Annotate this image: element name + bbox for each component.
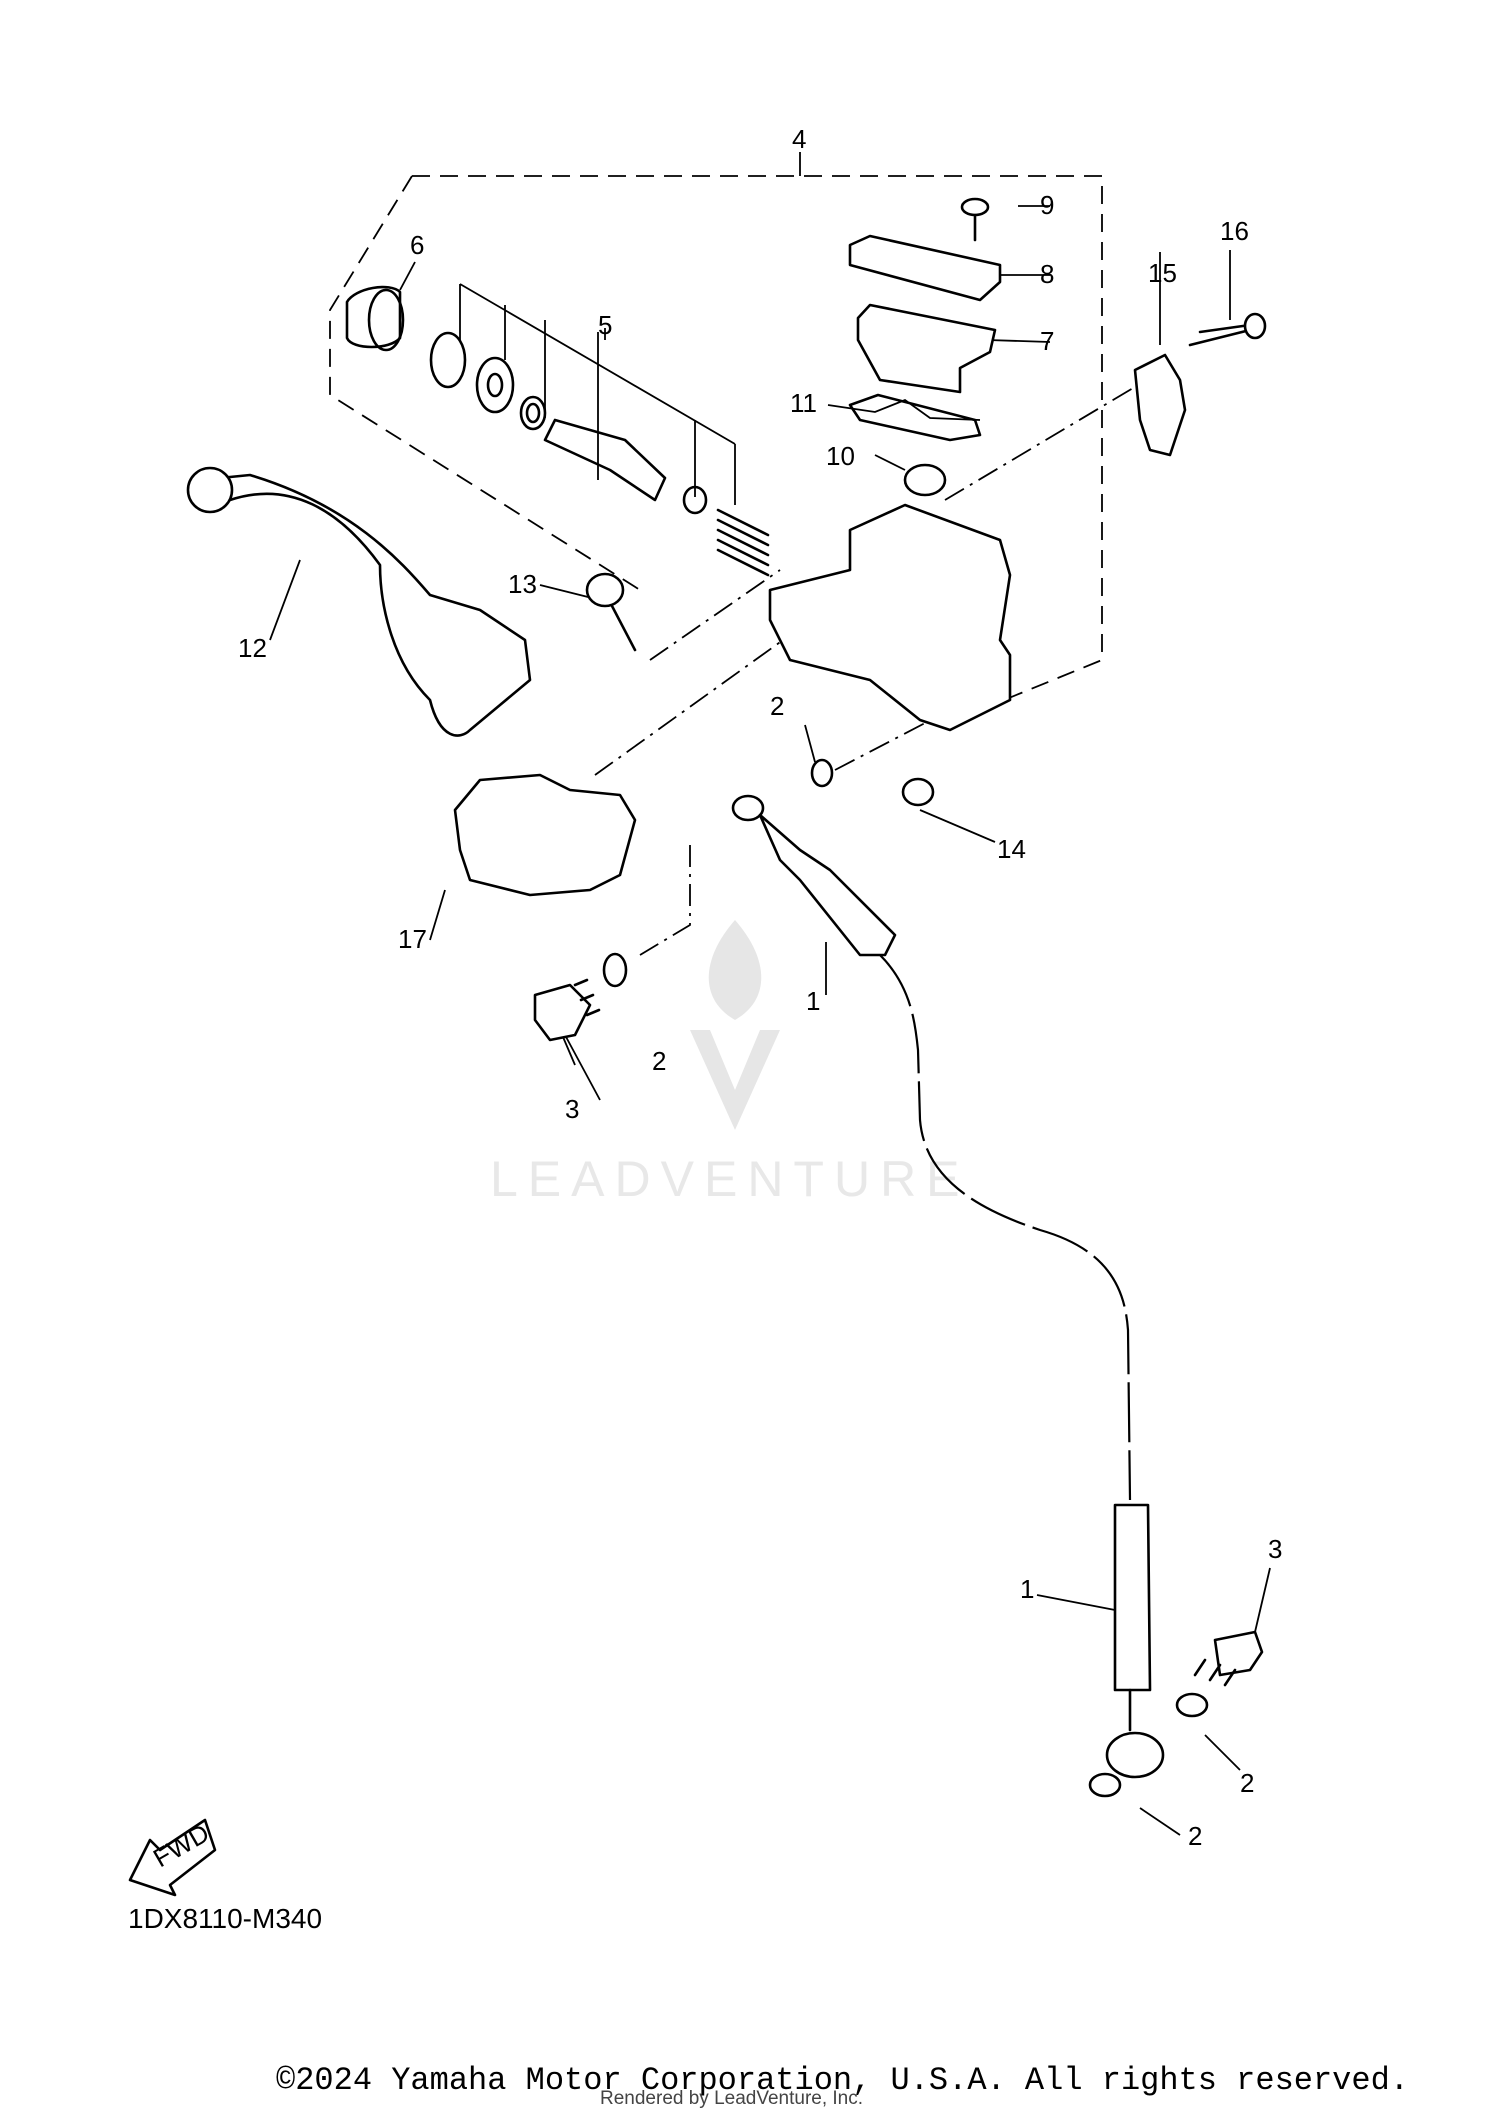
part-14-nut xyxy=(901,777,935,807)
callout-8: 8 xyxy=(1040,259,1054,289)
union-bolt-3-right xyxy=(1193,1630,1264,1687)
callout-2-upper: 2 xyxy=(770,691,784,721)
callout-2-lower-right: 2 xyxy=(1240,1768,1254,1798)
part-8-cover xyxy=(848,234,1002,302)
callout-2-lower-bottom: 2 xyxy=(1188,1821,1202,1851)
part-13-pivot-bolt xyxy=(585,572,637,652)
union-bolt-3-left xyxy=(533,978,601,1042)
watermark-logo xyxy=(690,920,780,1130)
fwd-arrow-icon: FWD xyxy=(128,1818,217,1897)
assembly-axis-lines xyxy=(594,374,1156,956)
part-7-holder xyxy=(856,303,997,394)
washer-2-upper xyxy=(810,758,834,788)
callout-1-lower: 1 xyxy=(1020,1574,1034,1604)
callout-5: 5 xyxy=(598,310,612,340)
assembly-4-boundary xyxy=(329,175,1103,723)
callout-15: 15 xyxy=(1148,258,1177,288)
callout-1-upper: 1 xyxy=(806,986,820,1016)
callout-14: 14 xyxy=(997,834,1026,864)
part-10-cap xyxy=(903,463,947,497)
callout-9: 9 xyxy=(1040,190,1054,220)
watermark-text: LEADVENTURE xyxy=(490,1151,970,1207)
master-cylinder-body xyxy=(768,503,1012,732)
callout-3-right: 3 xyxy=(1268,1534,1282,1564)
part-5-piston-kit xyxy=(429,331,770,577)
callout-4: 4 xyxy=(792,124,806,154)
callout-7: 7 xyxy=(1040,326,1054,356)
part-15-bracket xyxy=(1133,353,1187,457)
callout-13: 13 xyxy=(508,569,537,599)
hose-1-line xyxy=(879,954,1132,1501)
washer-2-lower-right xyxy=(1175,1692,1209,1718)
part-11-diaphragm xyxy=(848,393,982,442)
callout-3-left: 3 xyxy=(565,1094,579,1124)
callout-17: 17 xyxy=(398,924,427,954)
callout-16: 16 xyxy=(1220,216,1249,246)
hose-1-upper xyxy=(731,794,897,957)
callout-2-mid: 2 xyxy=(652,1046,666,1076)
copyright-notice: ©2024 Yamaha Motor Corporation, U.S.A. A… xyxy=(276,2062,1409,2099)
part-16-bolt xyxy=(1188,312,1267,347)
part-6-boot xyxy=(345,285,405,352)
callout-10: 10 xyxy=(826,441,855,471)
callout-6: 6 xyxy=(410,230,424,260)
lever-ball-end xyxy=(186,466,234,514)
callout-11: 11 xyxy=(790,388,817,418)
callout-12: 12 xyxy=(238,633,267,663)
hose-1-lower xyxy=(1105,1503,1165,1779)
washer-2-mid xyxy=(602,952,628,988)
diagram-code: 1DX8110-M340 xyxy=(128,1903,323,1934)
part-17-clamp xyxy=(453,773,637,897)
washer-2-lower-bottom xyxy=(1088,1772,1122,1798)
part-9-screw xyxy=(960,197,990,242)
render-credit: Rendered by LeadVenture, Inc. xyxy=(600,2088,864,2109)
part-12-lever xyxy=(196,473,532,737)
